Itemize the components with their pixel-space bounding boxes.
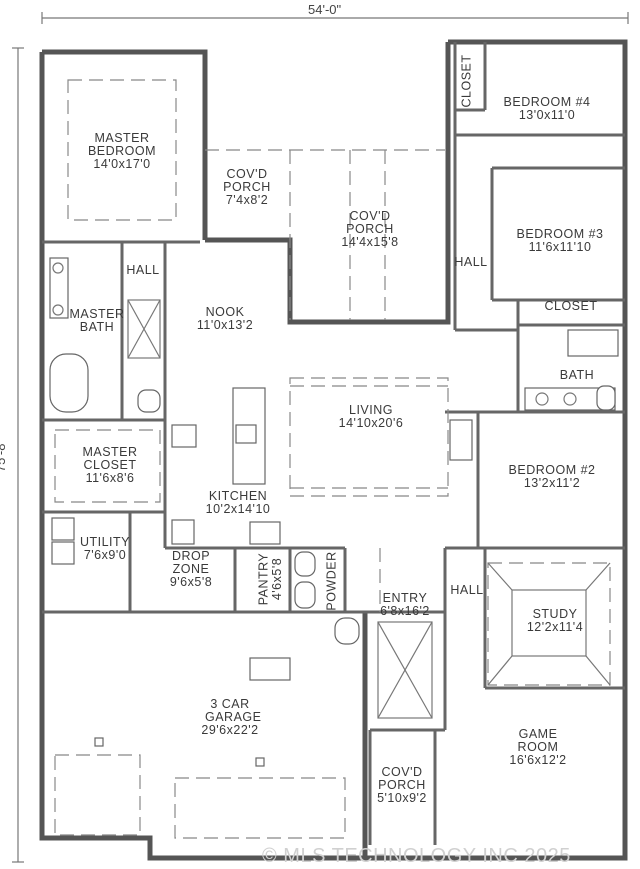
- room-bedroom4: BEDROOM #4 13'0x11'0: [492, 96, 602, 122]
- watermark: © MLS TECHNOLOGY INC 2025: [262, 845, 571, 867]
- room-size: 14'4x15'8: [341, 235, 399, 249]
- room-name: COV'D PORCH: [378, 765, 426, 792]
- room-game-room: GAME ROOM 16'6x12'2: [505, 728, 571, 767]
- room-drop-zone: DROP ZONE 9'6x5'8: [160, 550, 222, 589]
- room-pantry: PANTRY: [256, 553, 270, 606]
- room-hall-master: HALL: [122, 264, 164, 277]
- room-bath: BATH: [552, 369, 602, 382]
- room-size: 11'6x8'6: [85, 471, 135, 485]
- room-name: BEDROOM #2: [508, 463, 596, 477]
- ceiling-outlines: [54, 79, 611, 839]
- room-bedroom2: BEDROOM #2 13'2x11'2: [496, 464, 608, 490]
- room-master-bedroom: MASTER BEDROOM 14'0x17'0: [70, 132, 174, 171]
- room-name: MASTER BEDROOM: [87, 131, 157, 158]
- room-size: 14'10x20'6: [338, 416, 404, 430]
- room-kitchen: KITCHEN 10'2x14'10: [200, 490, 276, 516]
- dimension-lines: [12, 12, 629, 863]
- room-size: 16'6x12'2: [509, 753, 567, 767]
- room-name: MASTER CLOSET: [82, 445, 138, 472]
- room-covd-porch-front: COV'D PORCH 5'10x9'2: [372, 766, 432, 805]
- room-bedroom3: BEDROOM #3 11'6x11'10: [505, 228, 615, 254]
- room-name: CLOSET: [544, 299, 598, 313]
- room-living: LIVING 14'10x20'6: [330, 404, 412, 430]
- room-name: HALL: [126, 263, 160, 277]
- room-size: 13'2x11'2: [523, 476, 581, 490]
- room-size: 9'6x5'8: [169, 575, 213, 589]
- room-master-bath: MASTER BATH: [64, 308, 130, 334]
- room-study: STUDY 12'2x11'4: [518, 608, 592, 634]
- room-master-closet: MASTER CLOSET 11'6x8'6: [72, 446, 148, 485]
- room-name: COV'D PORCH: [346, 209, 394, 236]
- room-size: 5'10x9'2: [377, 791, 427, 805]
- room-name: HALL: [450, 583, 484, 597]
- room-size: 12'2x11'4: [526, 620, 584, 634]
- room-name: LIVING: [349, 403, 393, 417]
- room-name: UTILITY: [79, 535, 131, 549]
- room-covd-porch-small: COV'D PORCH 7'4x8'2: [212, 168, 282, 207]
- room-name: BEDROOM #4: [503, 95, 591, 109]
- exterior-walls: [39, 39, 628, 861]
- room-size: 11'6x11'10: [528, 240, 592, 254]
- room-size: 11'0x13'2: [196, 318, 254, 332]
- room-entry: ENTRY 6'8x16'2: [372, 592, 438, 618]
- room-powder: POWDER: [324, 551, 339, 611]
- room-name: STUDY: [532, 607, 578, 621]
- room-closet-bed3: CLOSET: [536, 300, 606, 313]
- room-name: 3 CAR GARAGE: [205, 697, 262, 724]
- room-name: COV'D PORCH: [223, 167, 271, 194]
- room-utility: UTILITY 7'6x9'0: [72, 536, 138, 562]
- room-name: MASTER BATH: [69, 307, 125, 334]
- width-dimension: 54'-0": [308, 2, 342, 17]
- room-size: 10'2x14'10: [205, 502, 271, 516]
- room-size: 13'0x11'0: [518, 108, 576, 122]
- room-name: HALL: [454, 255, 488, 269]
- room-garage: 3 CAR GARAGE 29'6x22'2: [192, 698, 268, 737]
- room-pantry-size: 4'6x5'8: [270, 557, 285, 601]
- fixtures: [49, 257, 619, 767]
- room-name: BATH: [559, 368, 595, 382]
- room-closet-top: CLOSET: [459, 54, 474, 108]
- room-name: DROP ZONE: [171, 549, 211, 576]
- room-name: BEDROOM #3: [516, 227, 604, 241]
- room-name: PANTRY: [256, 552, 271, 606]
- room-name: NOOK: [205, 305, 245, 319]
- room-nook: NOOK 11'0x13'2: [186, 306, 264, 332]
- room-name: KITCHEN: [208, 489, 268, 503]
- room-size: 7'4x8'2: [225, 193, 269, 207]
- room-size: 14'0x17'0: [93, 157, 151, 171]
- depth-dimension: 75'-8": [0, 438, 9, 473]
- room-size: 6'8x16'2: [380, 604, 430, 618]
- room-covd-porch-rear: COV'D PORCH 14'4x15'8: [330, 210, 410, 249]
- room-name: ENTRY: [382, 591, 428, 605]
- room-name: GAME ROOM: [517, 727, 559, 754]
- room-hall-right: HALL: [450, 256, 492, 269]
- room-size: 29'6x22'2: [201, 723, 259, 737]
- interior-walls: [42, 42, 625, 845]
- room-size: 7'6x9'0: [83, 548, 127, 562]
- room-hall-entry: HALL: [446, 584, 488, 597]
